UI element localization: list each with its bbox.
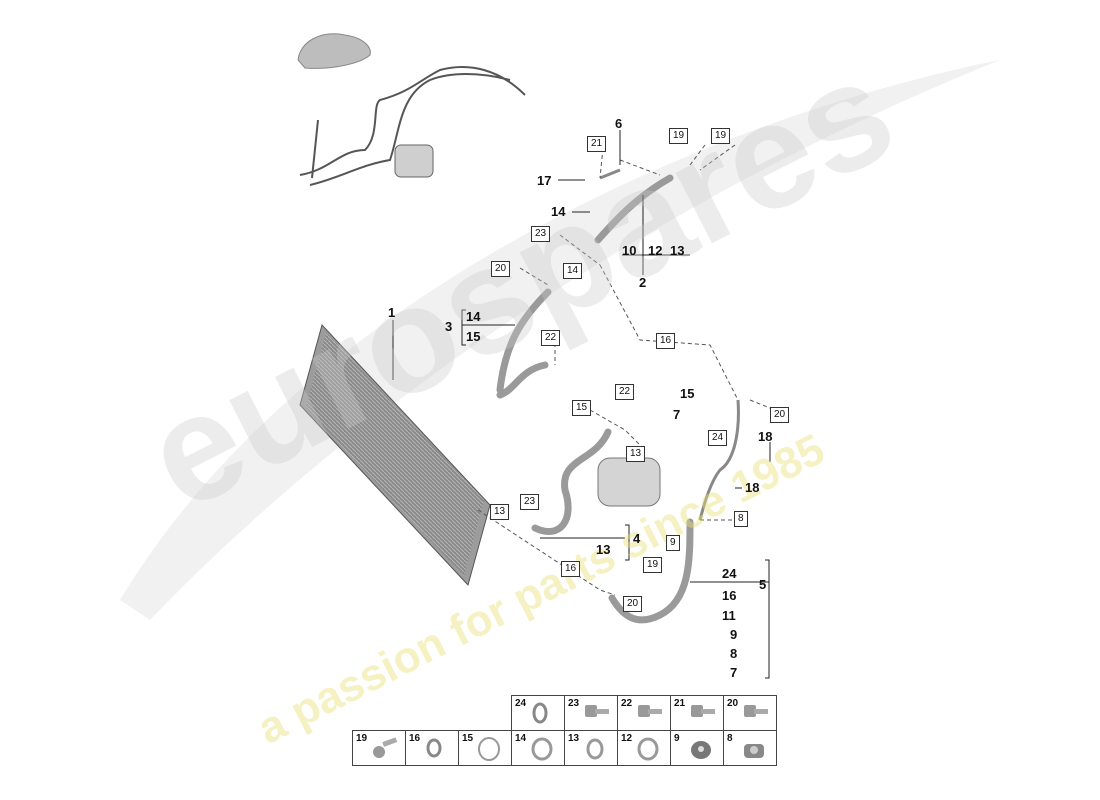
refrigerant-lines	[496, 174, 694, 624]
legend-cell-19: 19	[352, 730, 406, 766]
thin-lines	[599, 168, 740, 521]
bracket-2-item-12: 12	[648, 243, 663, 258]
box-20-a: 20	[491, 261, 511, 277]
seal-ring-icon	[426, 738, 442, 758]
legend-cell-22: 22	[617, 695, 671, 731]
screw-icon	[373, 737, 398, 758]
box-8: 8	[734, 511, 748, 527]
bracket-2-item-10: 10	[622, 243, 637, 258]
legend-number: 19	[356, 733, 368, 744]
box-21: 21	[587, 136, 607, 152]
legend-cell-9: 9	[670, 730, 724, 766]
overview-compressor	[394, 144, 434, 178]
legend-number: 23	[568, 698, 580, 709]
bracket-3-item-14: 14	[466, 309, 481, 324]
valve-icon	[744, 744, 764, 758]
callout-15: 15	[680, 386, 695, 401]
o-ring-icon	[637, 737, 659, 761]
box-24: 24	[708, 430, 728, 446]
legend-cell-13: 13	[564, 730, 618, 766]
box-23-a: 23	[531, 226, 551, 242]
callout-7: 7	[673, 407, 681, 422]
legend-cell-15: 15	[458, 730, 512, 766]
box-16-a: 16	[656, 333, 676, 349]
bolt-icon	[691, 705, 715, 717]
box-9: 9	[666, 535, 680, 551]
box-22-b: 22	[615, 384, 635, 400]
callout-6: 6	[615, 116, 623, 131]
legend-cell-20: 20	[723, 695, 777, 731]
legend-number: 15	[462, 733, 474, 744]
legend-cell-16: 16	[405, 730, 459, 766]
legend-number: 24	[515, 698, 527, 709]
callout-17: 17	[537, 173, 552, 188]
overview-harness	[299, 66, 526, 186]
box-19-c: 19	[643, 557, 663, 573]
bracket-5-item-9: 9	[730, 627, 738, 642]
car-silhouette	[297, 33, 371, 69]
bracket-2-item-13: 13	[670, 243, 685, 258]
o-ring-icon	[478, 737, 500, 761]
parts-legend-row-2: 19 16 15 14 13 12 9 8	[352, 730, 777, 766]
box-20-c: 20	[623, 596, 643, 612]
callout-18-bottom: 18	[745, 480, 760, 495]
seal-ring-icon	[532, 702, 548, 724]
box-14: 14	[563, 263, 583, 279]
box-19-b: 19	[711, 128, 731, 144]
box-23-b: 23	[520, 494, 540, 510]
bolt-icon	[744, 705, 768, 717]
solid-leaders	[392, 130, 771, 679]
callout-3: 3	[445, 319, 453, 334]
box-20-b: 20	[770, 407, 790, 423]
washer-icon	[691, 741, 711, 759]
callout-5: 5	[759, 577, 767, 592]
legend-cell-14: 14	[511, 730, 565, 766]
bracket-5-item-8: 8	[730, 646, 738, 661]
bracket-4-item-13: 13	[596, 542, 611, 557]
legend-number: 16	[409, 733, 421, 744]
bolt-icon	[585, 705, 609, 717]
seal-ring-icon	[586, 738, 604, 760]
bracket-5-item-24: 24	[722, 566, 737, 581]
bracket-5-item-11: 11	[722, 608, 736, 623]
legend-number: 9	[674, 733, 680, 744]
legend-cell-8: 8	[723, 730, 777, 766]
legend-cell-23: 23	[564, 695, 618, 731]
legend-number: 21	[674, 698, 686, 709]
legend-number: 22	[621, 698, 633, 709]
bolt-icon	[638, 705, 662, 717]
callout-1: 1	[388, 305, 396, 320]
box-22-a: 22	[541, 330, 561, 346]
legend-cell-12: 12	[617, 730, 671, 766]
callout-4: 4	[633, 531, 641, 546]
legend-number: 8	[727, 733, 733, 744]
bracket-3-item-15: 15	[466, 329, 481, 344]
o-ring-icon	[531, 737, 553, 761]
callout-2: 2	[639, 275, 647, 290]
legend-cell-21: 21	[670, 695, 724, 731]
bracket-5-item-7: 7	[730, 665, 738, 680]
legend-number: 12	[621, 733, 633, 744]
callout-14: 14	[551, 204, 566, 219]
box-19-a: 19	[669, 128, 689, 144]
box-16-b: 16	[561, 561, 581, 577]
parts-legend-row-1: 24 23 22 21 20	[353, 695, 777, 731]
callout-18-top: 18	[758, 429, 773, 444]
box-13-b: 13	[490, 504, 510, 520]
legend-number: 20	[727, 698, 739, 709]
legend-cell-24: 24	[511, 695, 565, 731]
legend-number: 14	[515, 733, 527, 744]
compressor	[597, 457, 661, 507]
box-13-a: 13	[626, 446, 646, 462]
bracket-5-item-16: 16	[722, 588, 737, 603]
legend-number: 13	[568, 733, 580, 744]
parts-legend-grid: 24 23 22 21 20 19 16 15	[352, 695, 777, 766]
box-15: 15	[572, 400, 592, 416]
